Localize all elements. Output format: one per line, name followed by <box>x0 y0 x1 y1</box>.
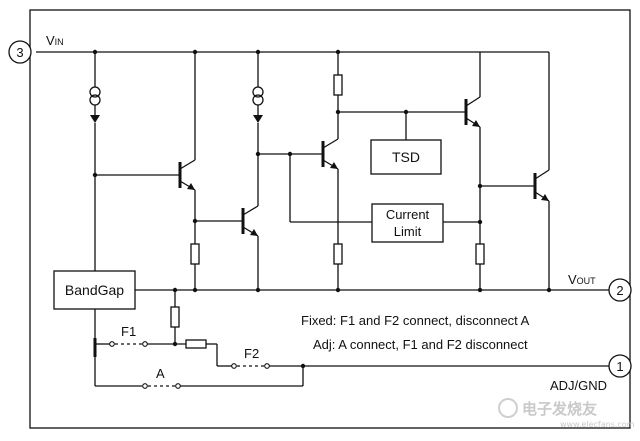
current-source-2 <box>252 52 264 157</box>
note-adj: Adj: A connect, F1 and F2 disconnect <box>313 337 528 352</box>
vout-rail <box>135 287 609 293</box>
transistor-q4 <box>464 51 550 290</box>
bandgap-block: BandGap <box>53 270 136 310</box>
tsd-label: TSD <box>392 149 420 165</box>
watermark-url: www.elecfans.com <box>560 420 635 429</box>
pin-1-circle <box>608 354 632 378</box>
pin-1-number: 1 <box>616 359 623 374</box>
note-fixed: Fixed: F1 and F2 connect, disconnect A <box>301 313 530 328</box>
tsd-block: TSD <box>370 139 442 175</box>
vout-label: VOUT <box>568 272 596 287</box>
watermark-logo-icon <box>498 398 518 418</box>
package-outline <box>29 9 631 429</box>
transistor-q2 <box>195 123 259 290</box>
adj-gnd-label: ADJ/GND <box>550 378 607 393</box>
watermark-text: 电子发烧友 <box>522 400 597 418</box>
pin-3-number: 3 <box>16 45 23 60</box>
fuse-a-label: A <box>156 366 165 381</box>
pin-2-number: 2 <box>616 283 623 298</box>
transistor-q5 <box>480 169 550 290</box>
transistor-q1 <box>95 52 200 290</box>
pin-2-circle <box>608 278 632 302</box>
current-limit-label-line1: Current <box>386 207 430 222</box>
resistor-top <box>333 52 466 140</box>
pin-vin: 3 VIN <box>8 33 64 64</box>
current-source-1 <box>89 52 101 271</box>
transistor-q3 <box>258 112 343 290</box>
current-limit-wiring <box>289 154 483 225</box>
pin-3-circle <box>8 40 32 64</box>
fuse-f1-label: F1 <box>121 324 136 339</box>
pin-vout: 2 VOUT <box>568 272 632 302</box>
fuse-f2-label: F2 <box>244 346 259 361</box>
watermark: 电子发烧友 www.elecfans.com <box>498 398 635 429</box>
vin-label: VIN <box>46 33 64 48</box>
feedback-resistor <box>170 290 180 347</box>
fuse-network <box>93 309 609 389</box>
current-limit-block: Current Limit <box>371 203 444 243</box>
current-limit-label-line2: Limit <box>394 224 422 239</box>
bandgap-label: BandGap <box>65 282 124 298</box>
pin-adj: 1 ADJ/GND <box>550 354 632 393</box>
